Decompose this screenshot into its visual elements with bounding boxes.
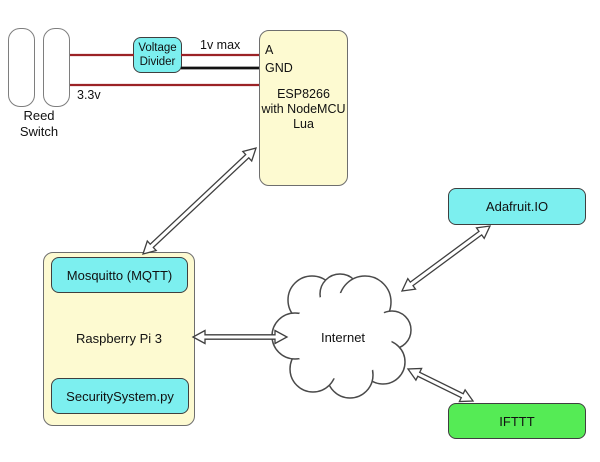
voltage-divider-label-line2: Divider [139, 56, 176, 68]
ifttt-label: IFTTT [499, 413, 535, 429]
security-system-box: SecuritySystem.py [51, 378, 189, 414]
reed-switch-label-line2: Switch [19, 123, 59, 139]
voltage-divider-label-line1: Voltage [138, 41, 177, 54]
reed-switch-pill-left [8, 28, 35, 107]
adafruit-io-box: Adafruit.IO [448, 188, 586, 225]
esp8266-label-line3: Lua [293, 117, 314, 131]
esp8266-label-line1: ESP8266 [277, 87, 330, 101]
security-system-label: SecuritySystem.py [66, 388, 174, 404]
esp8266-box: A GND ESP8266 with NodeMCU Lua [259, 30, 348, 186]
reed-switch-label: Reed Switch [4, 108, 74, 139]
mosquitto-label: Mosquitto (MQTT) [66, 267, 173, 283]
esp8266-label-line2: with NodeMCU [261, 102, 346, 116]
mosquitto-box: Mosquitto (MQTT) [51, 257, 188, 293]
adafruit-io-label: Adafruit.IO [485, 199, 549, 214]
esp8266-pin-gnd-label: GND [265, 61, 293, 75]
reed-switch-label-line1: Reed [23, 108, 55, 123]
raspberry-pi-label: Raspberry Pi 3 [76, 331, 162, 346]
voltage-divider-box: Voltage Divider [133, 37, 182, 73]
esp8266-label: ESP8266 with NodeMCU Lua [260, 87, 347, 132]
esp8266-pin-a-label: A [265, 43, 274, 57]
ifttt-box: IFTTT [448, 403, 586, 439]
raspberry-pi-box: Mosquitto (MQTT) Raspberry Pi 3 Security… [43, 252, 195, 426]
reed-switch-pill-right [43, 28, 70, 107]
